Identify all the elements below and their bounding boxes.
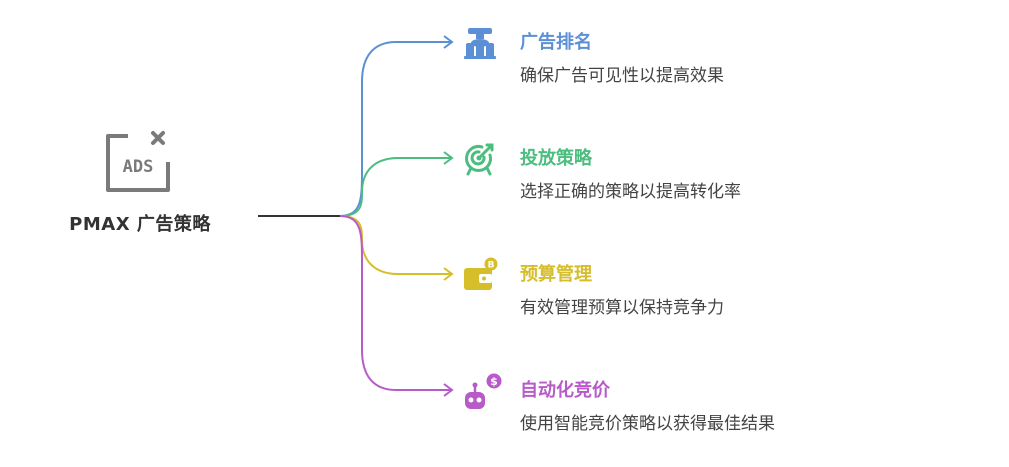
- arrowhead-branch-3: [443, 267, 454, 281]
- arrowhead-branch-1: [443, 35, 454, 49]
- svg-text:B: B: [488, 261, 495, 271]
- wallet-bitcoin-icon: B: [464, 257, 498, 290]
- branch-title: 预算管理: [520, 264, 592, 285]
- branch-description: 选择正确的策略以提高转化率: [520, 182, 741, 202]
- arrowhead-branch-4: [443, 383, 454, 397]
- robot-dollar-icon: $: [465, 373, 502, 409]
- connector-branch-2: [339, 157, 452, 217]
- target-icon: [465, 143, 494, 176]
- trophy-icon: [464, 28, 496, 59]
- branch-title: 投放策略: [520, 148, 592, 169]
- ads-icon-text: ADS: [123, 157, 154, 177]
- connector-branch-1: [339, 41, 452, 217]
- arrowhead-branch-2: [443, 151, 454, 165]
- svg-text:$: $: [490, 375, 498, 388]
- branch-title: 自动化竞价: [520, 380, 610, 401]
- connector-branch-4: [339, 215, 452, 391]
- root-node: ADS PMAX 广告策略: [60, 128, 220, 238]
- branch-description: 使用智能竞价策略以获得最佳结果: [520, 414, 775, 434]
- branch-description: 确保广告可见性以提高效果: [520, 66, 724, 86]
- branch-description: 有效管理预算以保持竞争力: [520, 298, 724, 318]
- branch-title: 广告排名: [520, 32, 592, 53]
- ads-icon: ADS: [106, 131, 170, 192]
- root-label: PMAX 广告策略: [69, 214, 211, 235]
